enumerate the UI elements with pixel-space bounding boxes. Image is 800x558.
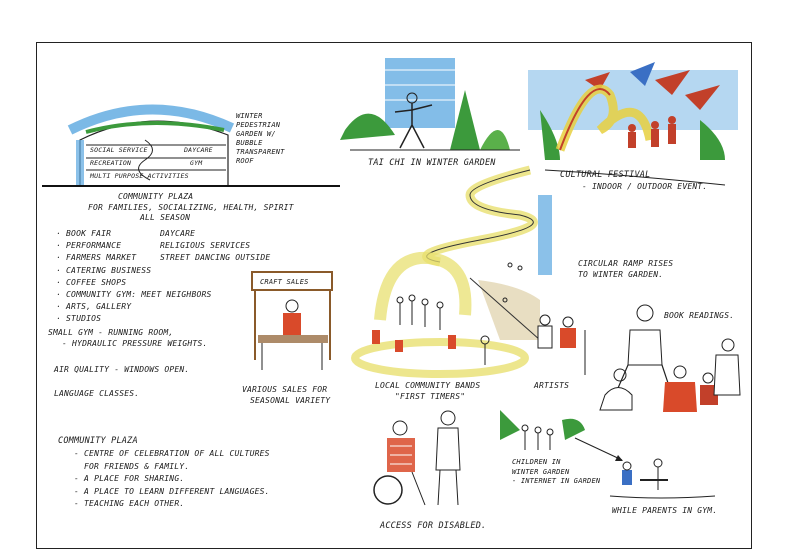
section-row-recreation: RECREATION — [90, 159, 132, 167]
cultural-festival-drawing — [528, 62, 738, 186]
disabled-caption: ACCESS FOR DISABLED. — [380, 521, 487, 531]
activity-item: · COFFEE SHOPS — [56, 277, 127, 287]
activities-list-left: · BOOK FAIR · PERFORMANCE · FARMERS MARK… — [56, 228, 212, 326]
plaza-bottom-title: COMMUNITY PLAZA — [58, 436, 138, 446]
section-row-multipurpose: MULTI PURPOSE ACTIVITIES — [90, 172, 189, 180]
craft-sales-note-2: SEASONAL VARIETY — [250, 396, 331, 405]
craft-sales-note-1: VARIOUS SALES FOR — [242, 385, 328, 394]
plaza-intro-line-2: ALL SEASON — [140, 213, 191, 222]
plaza-intro-title: COMMUNITY PLAZA — [118, 192, 194, 201]
craft-sales-sign: CRAFT SALES — [260, 278, 309, 286]
children-parents-drawing — [500, 410, 716, 499]
activity-item: RELIGIOUS SERVICES — [160, 241, 251, 251]
festival-caption: CULTURAL FESTIVAL — [560, 170, 651, 180]
activity-item: · CATERING BUSINESS — [56, 265, 152, 275]
book-readings-drawing — [599, 304, 741, 412]
tai-chi-caption: TAI CHI IN WINTER GARDEN — [368, 158, 496, 168]
language-classes-note: LANGUAGE CLASSES. — [54, 389, 140, 398]
plaza-bottom-lines: - CENTRE OF CELEBRATION OF ALL CULTURES … — [74, 449, 270, 508]
craft-sales-booth-drawing — [251, 271, 333, 370]
activity-item: · ARTS, GALLERY — [56, 302, 132, 312]
activity-item: DAYCARE — [160, 229, 196, 238]
gym-note-1: SMALL GYM - RUNNING ROOM, — [48, 328, 174, 337]
artists-drawing — [537, 314, 586, 375]
section-row-daycare: DAYCARE — [184, 146, 213, 154]
activity-item: STREET DANCING OUTSIDE — [160, 253, 271, 263]
air-quality-note: AIR QUALITY - WINDOWS OPEN. — [54, 365, 190, 374]
activity-item: · FARMERS MARKET — [56, 253, 137, 263]
ramp-caption-2: TO WINTER GARDEN. — [578, 270, 664, 279]
artists-caption: ARTISTS — [534, 381, 570, 390]
festival-subcaption: - INDOOR / OUTDOOR EVENT. — [582, 182, 708, 191]
bands-caption-2: "FIRST TIMERS" — [395, 392, 466, 401]
activity-item: · BOOK FAIR — [56, 229, 112, 238]
section-row-gym: GYM — [190, 159, 203, 167]
plaza-intro-line-1: FOR FAMILIES, SOCIALIZING, HEALTH, SPIRI… — [88, 203, 294, 212]
gym-note-2: - HYDRAULIC PRESSURE WEIGHTS. — [62, 339, 208, 348]
bands-caption-1: LOCAL COMMUNITY BANDS — [375, 381, 481, 390]
winter-garden-note: WINTER PEDESTRIAN GARDEN W/ BUBBLE TRANS… — [236, 112, 285, 165]
section-row-social: SOCIAL SERVICE — [90, 146, 148, 154]
activity-item: · PERFORMANCE — [56, 241, 122, 251]
activity-item: · COMMUNITY GYM: MEET NEIGHBORS — [56, 290, 212, 300]
activities-list-right: DAYCARE RELIGIOUS SERVICES STREET DANCIN… — [160, 228, 270, 265]
access-disabled-drawing — [373, 410, 461, 506]
activity-item: · STUDIOS — [56, 314, 102, 324]
building-section-drawing — [42, 104, 340, 187]
tai-chi-drawing — [340, 58, 520, 151]
book-readings-caption: BOOK READINGS. — [664, 311, 735, 320]
children-caption: CHILDREN IN WINTER GARDEN - INTERNET IN … — [512, 458, 601, 485]
ramp-caption-1: CIRCULAR RAMP RISES — [578, 259, 674, 268]
ramp-and-bands-drawing — [351, 165, 552, 378]
parents-caption: WHILE PARENTS IN GYM. — [612, 506, 718, 515]
